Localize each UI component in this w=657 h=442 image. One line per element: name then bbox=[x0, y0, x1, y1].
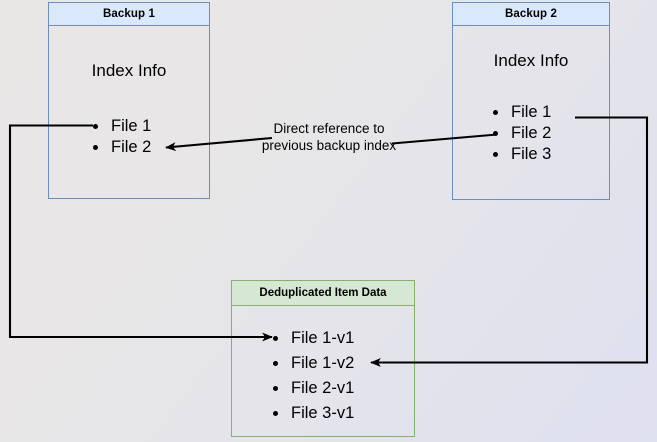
direct-reference-label: Direct reference to previous backup inde… bbox=[252, 120, 406, 154]
backup-1-file-list: File 1 File 2 bbox=[93, 116, 151, 158]
list-item: File 2-v1 bbox=[289, 376, 354, 401]
backup-1-box[interactable]: Backup 1 Index Info File 1 File 2 bbox=[48, 2, 210, 199]
list-item: File 3-v1 bbox=[289, 401, 354, 426]
direct-reference-label-line2: previous backup index bbox=[261, 138, 397, 153]
list-item: File 2 bbox=[509, 123, 551, 144]
dedup-header: Deduplicated Item Data bbox=[232, 281, 414, 306]
list-item: File 1-v2 bbox=[289, 351, 354, 376]
list-item: File 3 bbox=[509, 144, 551, 165]
list-item: File 2 bbox=[109, 137, 151, 158]
list-item: File 1-v1 bbox=[289, 326, 354, 351]
backup-1-index-title: Index Info bbox=[91, 61, 167, 80]
direct-reference-label-line1: Direct reference to bbox=[273, 121, 385, 136]
list-item: File 1 bbox=[509, 102, 551, 123]
backup-2-file-list: File 1 File 2 File 3 bbox=[493, 102, 551, 165]
deduplicated-item-data-box[interactable]: Deduplicated Item Data File 1-v1 File 1-… bbox=[231, 280, 415, 437]
backup-2-header: Backup 2 bbox=[453, 3, 609, 26]
backup-2-index-title: Index Info bbox=[493, 51, 569, 70]
list-item: File 1 bbox=[109, 116, 151, 137]
backup-2-box[interactable]: Backup 2 Index Info File 1 File 2 File 3 bbox=[452, 2, 610, 200]
backup-1-header: Backup 1 bbox=[49, 3, 209, 26]
dedup-item-list: File 1-v1 File 1-v2 File 2-v1 File 3-v1 bbox=[273, 326, 354, 426]
